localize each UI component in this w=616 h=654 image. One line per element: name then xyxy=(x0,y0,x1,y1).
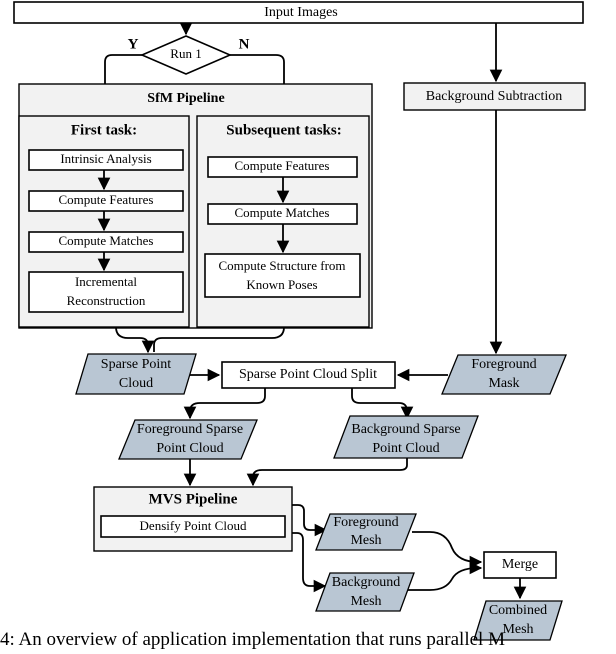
background-subtraction-box xyxy=(403,82,586,111)
first-compute-features-label: Compute Features xyxy=(59,192,154,207)
input-images-box xyxy=(13,1,584,24)
sparse-split-box xyxy=(221,361,396,389)
arrow-background-sparse-to-mvs xyxy=(246,458,408,487)
background-sparse-label-line2: Point Cloud xyxy=(372,441,439,456)
sfm-pipeline-title: SfM Pipeline xyxy=(147,91,224,106)
subsequent-compute-matches-label: Compute Matches xyxy=(235,205,330,220)
background-sparse-shape xyxy=(333,415,479,459)
sparse-point-cloud-shape xyxy=(75,353,197,395)
mvs-pipeline-title: MVS Pipeline xyxy=(149,491,238,507)
foreground-mask-label-line1: Foreground xyxy=(471,357,536,372)
run1-decision-label: Run 1 xyxy=(170,46,201,61)
first-compute-matches-box xyxy=(28,231,184,253)
background-mesh-shape xyxy=(315,572,415,612)
foreground-sparse-label-line1: Foreground Sparse xyxy=(137,422,243,437)
incremental-reconstruction-box xyxy=(28,271,184,313)
incremental-reconstruction-label-line1: Incremental xyxy=(75,274,137,289)
subsequent-compute-features-label: Compute Features xyxy=(235,158,330,173)
compute-structure-label-line1: Compute Structure from xyxy=(218,258,345,273)
branch-yes-label: Y xyxy=(128,36,139,52)
combined-mesh-shape xyxy=(473,600,563,641)
arrow-split-to-background-sparse xyxy=(351,388,414,420)
densify-point-cloud-label: Densify Point Cloud xyxy=(140,518,247,533)
compute-structure-label-line2: Known Poses xyxy=(246,277,317,292)
incremental-reconstruction-label-line2: Reconstruction xyxy=(67,293,146,308)
first-compute-features-box xyxy=(28,190,184,212)
run1-decision-diamond xyxy=(139,35,233,75)
arrow-mvs-to-background-mesh xyxy=(292,532,327,593)
arrow-foreground-mesh-to-merge xyxy=(412,531,483,569)
foreground-mesh-label-line2: Mesh xyxy=(350,533,381,548)
combined-mesh-label-line2: Mesh xyxy=(502,622,533,637)
intrinsic-analysis-box xyxy=(28,149,184,171)
subsequent-tasks-title: Subsequent tasks: xyxy=(226,122,341,138)
input-images-label: Input Images xyxy=(264,5,337,20)
arrow-subsequent-to-sparse xyxy=(153,326,285,352)
combined-mesh-label-line1: Combined xyxy=(489,603,547,618)
foreground-mesh-label-line1: Foreground xyxy=(333,515,398,530)
arrow-yes-branch xyxy=(98,54,142,114)
background-mesh-label-line2: Mesh xyxy=(350,594,381,609)
background-sparse-label-line1: Background Sparse xyxy=(351,422,460,437)
compute-structure-box xyxy=(204,253,361,298)
background-subtraction-label: Background Subtraction xyxy=(426,89,562,104)
arrow-split-to-foreground-sparse xyxy=(183,388,266,420)
arrow-mvs-to-foreground-mesh xyxy=(292,504,328,537)
figure-caption: 4: An overview of application implementa… xyxy=(0,629,505,650)
intrinsic-analysis-label: Intrinsic Analysis xyxy=(60,151,151,166)
branch-no-label: N xyxy=(239,36,250,52)
densify-point-cloud-box xyxy=(100,515,286,538)
merge-box xyxy=(483,551,557,579)
arrow-first-task-to-sparse xyxy=(115,326,155,354)
arrow-background-mesh-to-merge xyxy=(408,561,483,591)
first-task-title: First task: xyxy=(71,122,137,138)
first-compute-matches-label: Compute Matches xyxy=(59,233,154,248)
sparse-split-label: Sparse Point Cloud Split xyxy=(239,367,377,382)
foreground-sparse-label-line2: Point Cloud xyxy=(156,441,223,456)
sparse-point-cloud-label-line2: Cloud xyxy=(119,376,153,391)
arrow-no-branch xyxy=(230,54,291,114)
sparse-point-cloud-label-line1: Sparse Point xyxy=(101,357,172,372)
merge-label: Merge xyxy=(502,557,538,572)
foreground-sparse-shape xyxy=(118,419,258,460)
background-mesh-label-line1: Background xyxy=(332,575,400,590)
foreground-mesh-shape xyxy=(315,513,417,551)
foreground-mask-label-line2: Mask xyxy=(488,376,519,391)
foreground-mask-shape xyxy=(441,354,567,395)
